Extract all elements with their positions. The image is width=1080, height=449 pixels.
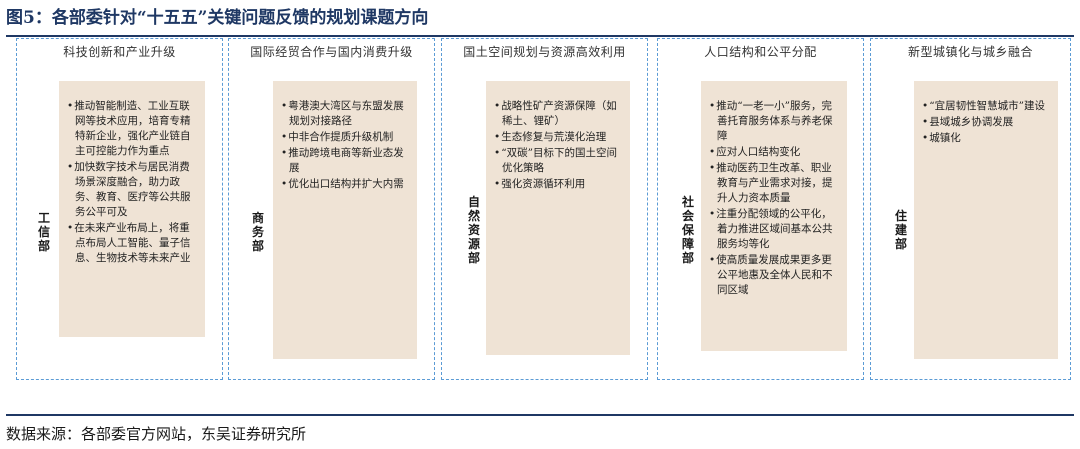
list-item: 粤港澳大湾区与东盟发展规划对接路径 xyxy=(281,99,411,129)
panel-title: 人口结构和公平分配 xyxy=(704,45,817,59)
department-char: 部 xyxy=(894,237,907,251)
panel-tech-industry: 科技创新和产业升级 工 信 部 推动智能制造、工业互联网等技术应用，培育专精特新… xyxy=(16,38,223,380)
panel-population-distribution: 人口结构和公平分配 社 会 保 障 部 推动“一老一小”服务，完善托育服务体系与… xyxy=(657,38,864,380)
list-item: 使高质量发展成果更多更公平地惠及全体人民和不同区域 xyxy=(709,253,841,298)
department-char: 部 xyxy=(251,239,264,253)
department-char: 社 xyxy=(681,195,694,209)
topic-list: 粤港澳大湾区与东盟发展规划对接路径 中非合作提质升级机制 推动跨境电商等新业态发… xyxy=(281,99,411,192)
list-item: 推动“一老一小”服务，完善托育服务体系与养老保障 xyxy=(709,99,841,144)
list-item: 中非合作提质升级机制 xyxy=(281,130,411,145)
top-rule xyxy=(6,35,1074,37)
panel-title: 国土空间规划与资源高效利用 xyxy=(463,45,626,59)
topic-list: 推动智能制造、工业互联网等技术应用，培育专精特新企业，强化产业链自主可控能力作为… xyxy=(67,99,199,266)
department-label: 住 建 部 xyxy=(893,209,909,251)
panel-trade-consumption: 国际经贸合作与国内消费升级 商 务 部 粤港澳大湾区与东盟发展规划对接路径 中非… xyxy=(228,38,435,380)
list-item: 强化资源循环利用 xyxy=(494,177,624,192)
list-item: 加快数字技术与居民消费场景深度融合，助力政务、教育、医疗等公共服务公平可及 xyxy=(67,160,199,220)
bottom-rule xyxy=(6,414,1074,416)
list-item: 县域城乡协调发展 xyxy=(922,115,1052,130)
department-char: 住 xyxy=(894,209,907,223)
list-item: “双碳”目标下的国土空间优化策略 xyxy=(494,146,624,176)
panel-title: 国际经贸合作与国内消费升级 xyxy=(250,45,413,59)
department-label: 工 信 部 xyxy=(36,211,52,253)
list-item: 推动智能制造、工业互联网等技术应用，培育专精特新企业，强化产业链自主可控能力作为… xyxy=(67,99,199,159)
topic-list: 战略性矿产资源保障（如稀土、锂矿） 生态修复与荒漠化治理 “双碳”目标下的国土空… xyxy=(494,99,624,192)
panel-title: 新型城镇化与城乡融合 xyxy=(907,45,1033,59)
list-item: 生态修复与荒漠化治理 xyxy=(494,130,624,145)
department-char: 部 xyxy=(467,251,480,265)
panel-land-resources: 国土空间规划与资源高效利用 自 然 资 源 部 战略性矿产资源保障（如稀土、锂矿… xyxy=(441,38,648,380)
list-item: “宜居韧性智慧城市”建设 xyxy=(922,99,1052,114)
department-char: 会 xyxy=(681,209,694,223)
list-item: 战略性矿产资源保障（如稀土、锂矿） xyxy=(494,99,624,129)
department-char: 障 xyxy=(681,237,694,251)
department-char: 资 xyxy=(467,223,480,237)
panel-title: 科技创新和产业升级 xyxy=(63,45,176,59)
topic-box: 推动“一老一小”服务，完善托育服务体系与养老保障 应对人口结构变化 推动医药卫生… xyxy=(701,81,847,351)
topic-list: “宜居韧性智慧城市”建设 县域城乡协调发展 城镇化 xyxy=(922,99,1052,146)
topic-box: “宜居韧性智慧城市”建设 县域城乡协调发展 城镇化 xyxy=(914,81,1058,359)
department-char: 部 xyxy=(37,239,50,253)
list-item: 应对人口结构变化 xyxy=(709,145,841,160)
department-label: 商 务 部 xyxy=(250,211,266,253)
department-char: 源 xyxy=(467,237,480,251)
list-item: 城镇化 xyxy=(922,131,1052,146)
list-item: 推动跨境电商等新业态发展 xyxy=(281,146,411,176)
list-item: 优化出口结构并扩大内需 xyxy=(281,177,411,192)
department-label: 社 会 保 障 部 xyxy=(680,195,696,265)
topic-list: 推动“一老一小”服务，完善托育服务体系与养老保障 应对人口结构变化 推动医药卫生… xyxy=(709,99,841,298)
department-char: 然 xyxy=(467,209,480,223)
topic-box: 推动智能制造、工业互联网等技术应用，培育专精特新企业，强化产业链自主可控能力作为… xyxy=(59,81,205,337)
figure-title: 图5：各部委针对“十五五”关键问题反馈的规划课题方向 xyxy=(6,8,429,28)
list-item: 在未来产业布局上，将重点布局人工智能、量子信息、生物技术等未来产业 xyxy=(67,221,199,266)
department-char: 自 xyxy=(467,195,480,209)
department-char: 务 xyxy=(251,225,264,239)
topic-box: 战略性矿产资源保障（如稀土、锂矿） 生态修复与荒漠化治理 “双碳”目标下的国土空… xyxy=(486,81,630,355)
department-char: 工 xyxy=(37,211,50,225)
department-char: 信 xyxy=(37,225,50,239)
figure-source: 数据来源：各部委官方网站，东吴证券研究所 xyxy=(6,425,307,443)
department-char: 部 xyxy=(681,251,694,265)
list-item: 注重分配领域的公平化，着力推进区域间基本公共服务均等化 xyxy=(709,207,841,252)
department-label: 自 然 资 源 部 xyxy=(466,195,482,265)
panel-urbanization: 新型城镇化与城乡融合 住 建 部 “宜居韧性智慧城市”建设 县域城乡协调发展 城… xyxy=(870,38,1071,380)
list-item: 推动医药卫生改革、职业教育与产业需求对接，提升人力资本质量 xyxy=(709,161,841,206)
department-char: 商 xyxy=(251,211,264,225)
department-char: 建 xyxy=(894,223,907,237)
department-char: 保 xyxy=(681,223,694,237)
topic-box: 粤港澳大湾区与东盟发展规划对接路径 中非合作提质升级机制 推动跨境电商等新业态发… xyxy=(273,81,417,359)
